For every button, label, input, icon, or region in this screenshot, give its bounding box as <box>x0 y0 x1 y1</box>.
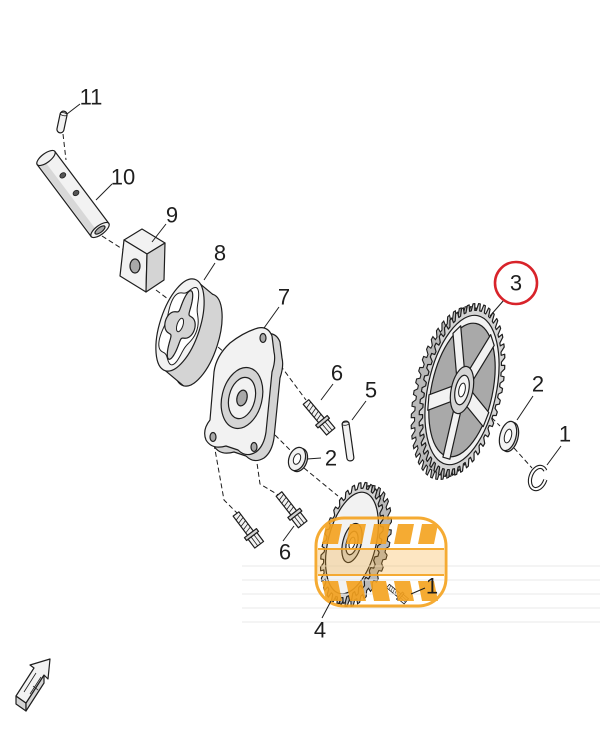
block-side-face <box>145 242 166 293</box>
part-washer-outer <box>498 420 520 453</box>
callout-rotor[interactable]: 8 <box>214 241 226 266</box>
part-cover-bolt-upper <box>299 396 338 437</box>
leader-line <box>351 400 367 421</box>
part-drive-block <box>119 228 166 293</box>
assembly-axis-line <box>213 443 239 515</box>
washer-hole <box>292 453 302 465</box>
part-washer-inner <box>287 446 309 473</box>
watermark-frame <box>314 516 448 608</box>
cover-bolt-hole <box>209 431 217 443</box>
leader-line <box>489 299 505 317</box>
callout-pin[interactable]: 11 <box>80 85 103 110</box>
part-pin <box>56 110 68 134</box>
assembly-axis-line <box>101 235 125 251</box>
callout-drive-block[interactable]: 9 <box>166 203 178 228</box>
watermark-band <box>318 549 444 575</box>
shaft-edges <box>36 150 110 238</box>
shaft-end-near <box>36 149 56 167</box>
cover-center-hole <box>236 389 248 407</box>
callout-dowel-pin[interactable]: 5 <box>365 378 377 403</box>
front-arrow-detail <box>23 672 42 695</box>
callout-highlight-ring <box>493 260 539 306</box>
leader-lines <box>66 103 562 619</box>
callout-washer-inner[interactable]: 2 <box>325 446 337 471</box>
callout-pump-cover[interactable]: 7 <box>278 285 290 310</box>
block-bore <box>129 258 141 274</box>
callout-pump-gear[interactable]: 4 <box>314 618 326 643</box>
shaft-pin-hole <box>72 189 80 197</box>
callout-shaft[interactable]: 10 <box>111 165 135 190</box>
watermark-band-lines <box>318 548 444 576</box>
pin-end <box>59 112 68 117</box>
leader-line <box>282 525 295 542</box>
pin-body <box>56 110 68 134</box>
callout-circlip[interactable]: 1 <box>559 422 571 447</box>
leader-line <box>203 262 216 281</box>
leader-line <box>320 383 334 401</box>
cover-bolt-hole <box>250 441 258 453</box>
leader-line <box>306 457 322 460</box>
leader-line <box>546 445 562 466</box>
shaft-bore <box>94 225 106 235</box>
dowel-pin-end <box>341 421 350 426</box>
leader-line <box>151 223 167 243</box>
callout-cover-bolts-lower[interactable]: 6 <box>279 540 291 565</box>
cover-bolt-hole <box>259 332 267 344</box>
part-cover-bolt-lower-a <box>229 508 266 550</box>
callout-drive-gear[interactable]: 3 <box>510 271 522 296</box>
watermark-logo <box>242 516 600 623</box>
part-drive-gear <box>397 296 519 488</box>
callout-cover-bolt-upper[interactable]: 6 <box>331 361 343 386</box>
shaft-pin-hole <box>59 172 67 179</box>
assembly-axis-line <box>62 133 67 161</box>
drive-gear-bore <box>457 382 466 397</box>
assembly-axis-line <box>255 455 281 497</box>
dowel-pin-body <box>341 420 355 462</box>
callout-gear-bolt[interactable]: 1 <box>426 574 438 599</box>
leader-line <box>263 306 280 329</box>
part-pump-cover <box>204 327 284 462</box>
watermark-tread-top <box>322 524 438 544</box>
callout-washer-outer[interactable]: 2 <box>532 372 544 397</box>
washer-hole <box>503 428 513 444</box>
leader-line <box>321 600 332 619</box>
shaft-shading <box>38 159 98 236</box>
watermark-tread-bottom <box>322 581 438 601</box>
callout-labels: 11 10 9 8 7 6 5 2 6 4 1 3 2 1 <box>80 85 572 643</box>
leader-line <box>66 103 81 115</box>
leader-line <box>410 587 426 595</box>
front-arrow-face <box>15 658 51 704</box>
part-rotor <box>155 278 223 387</box>
part-circlip <box>527 464 549 492</box>
circlip-ring <box>528 465 548 491</box>
rotor-center-hole <box>175 317 185 332</box>
leader-line <box>516 395 534 421</box>
leader-line <box>95 183 113 201</box>
front-direction-icon <box>15 658 51 712</box>
part-cover-bolt-lower-b <box>272 488 310 530</box>
part-shaft <box>36 149 110 239</box>
part-dowel-pin <box>341 420 355 462</box>
assembly-axis-line <box>303 467 339 497</box>
assembly-axis-line <box>513 447 533 469</box>
